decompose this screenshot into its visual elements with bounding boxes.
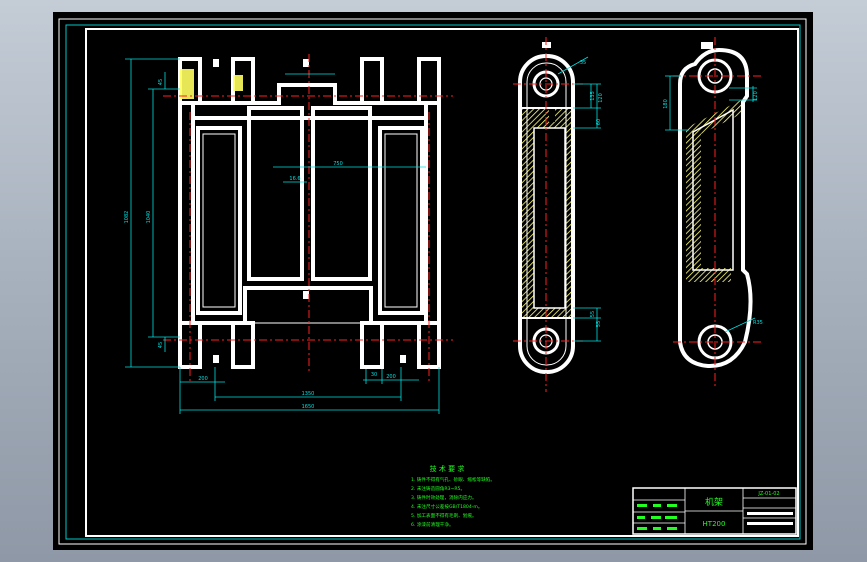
tech-req-item: 1. 铸件不得有气孔、砂眼、缩松等缺陷。: [411, 476, 495, 483]
sheet-outer-border: [58, 18, 807, 545]
side-dim-2: 135: [590, 91, 596, 101]
sheet-frame-cyan: [65, 24, 801, 540]
side-view: 120 135 60 55 55 35: [513, 37, 604, 392]
title-material: HT200: [703, 520, 726, 528]
dim-half-width: 750: [333, 161, 343, 167]
technical-requirements: 技 术 要 求 1. 铸件不得有气孔、砂眼、缩松等缺陷。 2. 未注铸造圆角R3…: [411, 464, 495, 528]
dim-bottom-tab: 30: [371, 372, 377, 378]
tech-req-item: 5. 加工表面不得有毛刺、划痕。: [411, 512, 477, 519]
title-part-name: 机架: [705, 496, 723, 508]
section-dim-3: R35: [753, 320, 763, 326]
cad-viewport[interactable]: 1082 1040 45 45 16.6 750 200 200 1350 16…: [53, 12, 813, 550]
tech-req-item: 2. 未注铸造圆角R3~R5。: [411, 485, 465, 492]
dim-overall-height: 1082: [124, 211, 130, 224]
dim-bottom-small: 45: [158, 342, 164, 348]
dim-top-small: 45: [158, 79, 164, 85]
side-dim-5: 55: [590, 311, 596, 317]
drawing-canvas: 1082 1040 45 45 16.6 750 200 200 1350 16…: [58, 18, 807, 545]
title-block: 机架 HT200 JZ-01-02: [632, 487, 797, 535]
section-dim-2: 120: [753, 91, 759, 101]
tech-req-item: 3. 铸件时效处理，消除内应力。: [411, 494, 477, 501]
dim-center-gap: 16.6: [289, 176, 300, 182]
side-dim-3: 60: [596, 119, 602, 125]
section-view: 180 120 R35: [663, 37, 763, 387]
front-view-outline: [178, 57, 441, 369]
section-dim-1: 180: [663, 99, 669, 109]
dim-foot-left: 200: [198, 376, 208, 382]
dim-inner-height: 1040: [146, 211, 152, 224]
title-drawing-number: JZ-01-02: [757, 491, 779, 497]
tech-req-item: 6. 涂漆前清理干净。: [411, 521, 454, 528]
dim-span-inner: 1350: [302, 391, 315, 397]
side-dim-1: 120: [598, 93, 604, 103]
tech-req-title: 技 术 要 求: [430, 464, 465, 473]
section-view-hatch: [686, 98, 745, 282]
sheet-inner-border: [85, 28, 799, 537]
front-view: 1082 1040 45 45 16.6 750 200 200 1350 16…: [124, 54, 453, 414]
side-dim-6: 35: [580, 60, 586, 66]
side-dim-4: 55: [596, 321, 602, 327]
dim-foot-right: 200: [386, 374, 396, 380]
dim-span-outer: 1650: [302, 404, 315, 410]
tech-req-item: 4. 未注尺寸公差按GB/T1804-m。: [411, 503, 482, 510]
